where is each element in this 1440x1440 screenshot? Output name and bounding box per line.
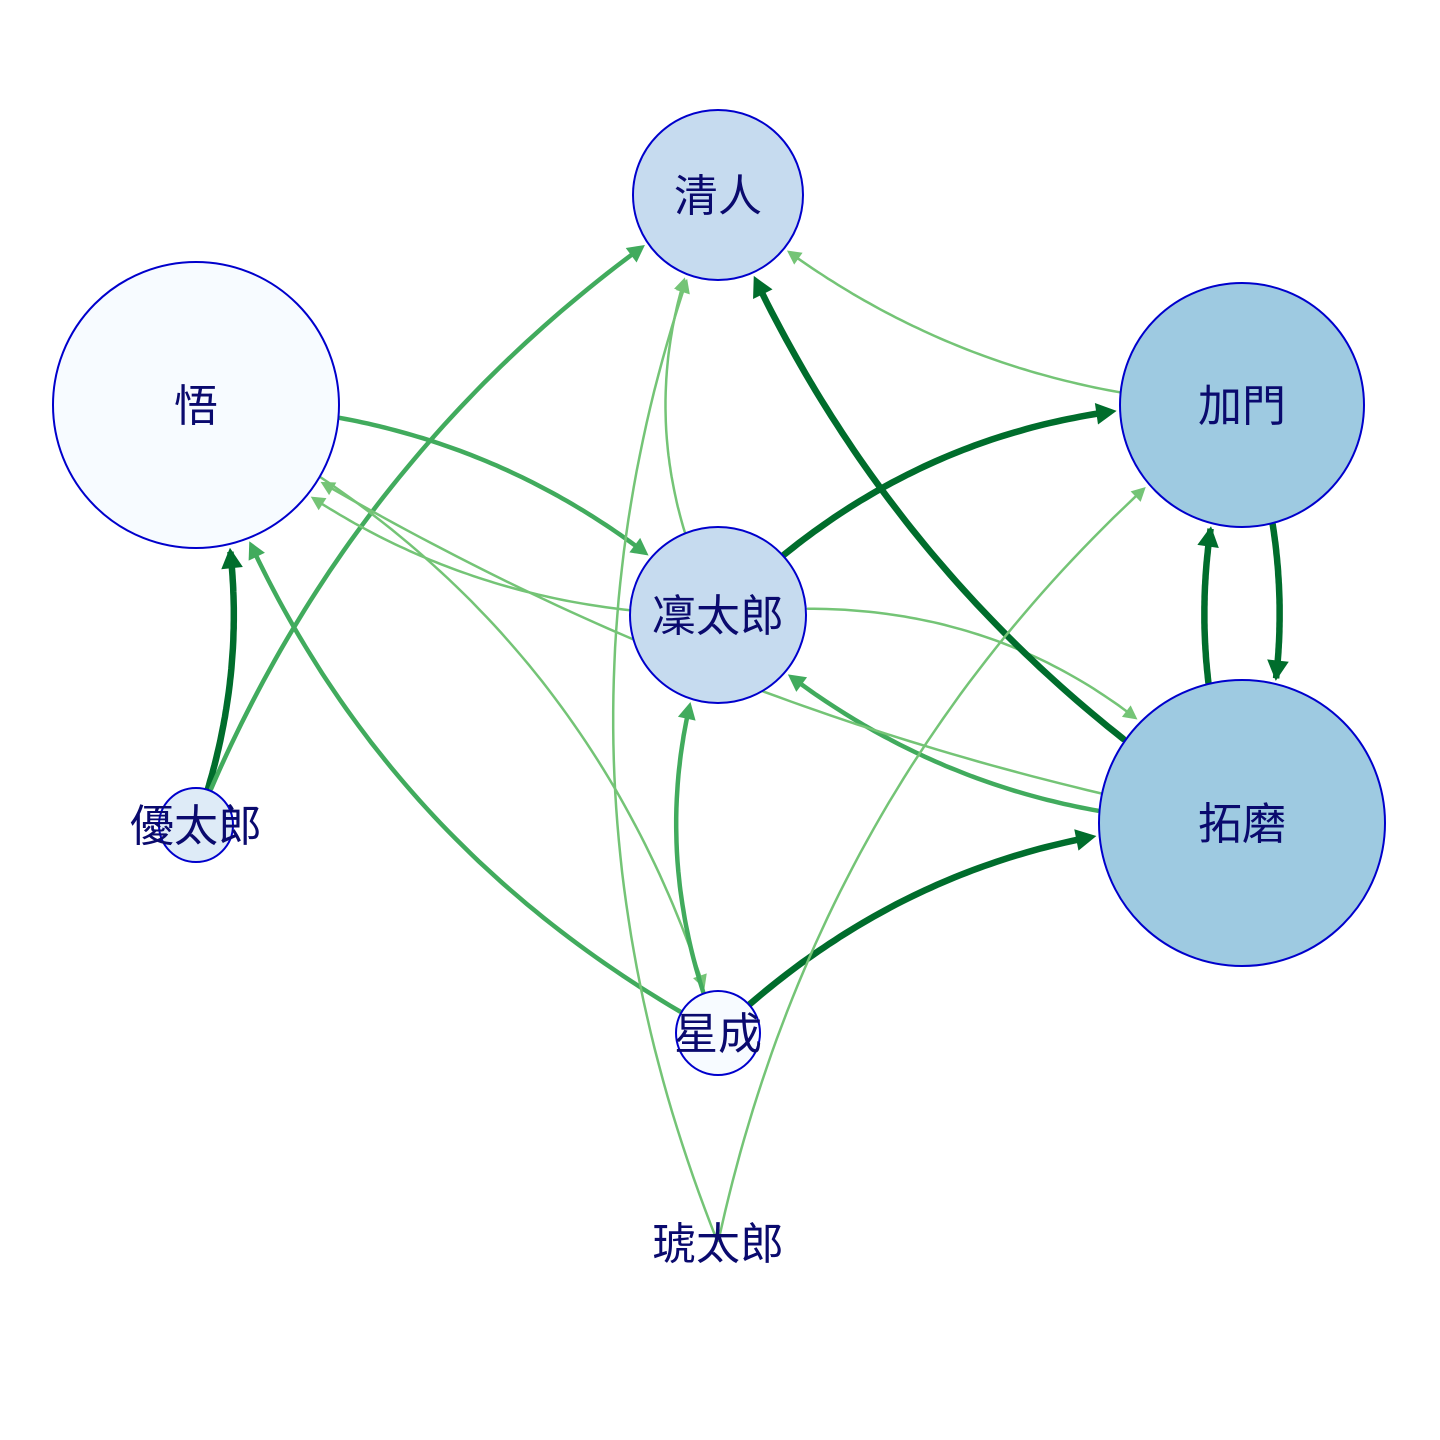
node-label-kiyoto: 清人 xyxy=(674,171,762,222)
edge-kado-to-takuma xyxy=(1269,521,1283,679)
arrowhead-takuma-to-satoru xyxy=(320,481,337,496)
edge-seisei-to-rintaro xyxy=(673,706,706,995)
node-label-takuma: 拓磨 xyxy=(1198,799,1286,850)
edge-takuma-to-kiyoto xyxy=(755,283,1127,743)
arrowhead-yutaro-to-kiyoto xyxy=(625,244,645,263)
node-yutaro: 優太郎 xyxy=(130,787,262,863)
node-circle-satoru xyxy=(52,261,340,549)
arrowhead-kotaro-to-kado xyxy=(1130,487,1146,502)
arrowhead-takuma-to-kado xyxy=(1197,526,1219,548)
arrowhead-rintaro-to-kado xyxy=(1094,403,1117,425)
edge-satoru-to-seisei xyxy=(319,476,703,982)
edges-layer xyxy=(204,244,1289,1243)
arrowhead-takuma-to-kiyoto xyxy=(753,275,773,300)
node-kotaro: 琥太郎 xyxy=(652,1219,784,1270)
edge-takuma-to-kado xyxy=(1201,528,1214,686)
node-rintaro: 凜太郎 xyxy=(629,526,807,704)
edge-seisei-to-takuma xyxy=(746,834,1091,1008)
node-circle-takuma xyxy=(1098,679,1386,967)
arrowhead-kado-to-takuma xyxy=(1267,659,1289,681)
node-takuma: 拓磨 xyxy=(1098,679,1386,967)
node-label-yutaro: 優太郎 xyxy=(130,801,262,852)
edge-rintaro-to-kado xyxy=(780,408,1111,559)
node-label-satoru: 悟 xyxy=(174,381,218,432)
node-circle-rintaro xyxy=(629,526,807,704)
arrowhead-kado-to-kiyoto xyxy=(786,250,803,265)
arrowhead-kotaro-to-kiyoto xyxy=(675,278,690,295)
arrowhead-seisei-to-takuma xyxy=(1074,829,1097,851)
edge-kotaro-to-kiyoto xyxy=(611,286,719,1243)
node-seisei: 星成 xyxy=(674,990,762,1076)
edge-kotaro-to-kado xyxy=(717,492,1140,1243)
arrowhead-yutaro-to-satoru xyxy=(221,547,243,570)
arrowhead-satoru-to-rintaro xyxy=(629,537,649,556)
arrowhead-takuma-to-rintaro xyxy=(787,674,808,692)
edge-satoru-to-rintaro xyxy=(337,415,646,554)
edge-seisei-to-satoru xyxy=(251,549,683,1014)
edge-rintaro-to-satoru xyxy=(314,498,631,612)
node-satoru: 悟 xyxy=(52,261,340,549)
edge-yutaro-to-kiyoto xyxy=(208,247,638,791)
arrowhead-seisei-to-satoru xyxy=(248,541,265,561)
edge-yutaro-to-satoru xyxy=(204,551,238,793)
node-circle-kiyoto xyxy=(632,109,804,281)
arrowhead-rintaro-to-takuma xyxy=(1121,705,1138,720)
edge-rintaro-to-takuma xyxy=(806,607,1134,717)
node-label-kado: 加門 xyxy=(1198,381,1286,432)
edge-takuma-to-rintaro xyxy=(791,675,1100,813)
node-kado: 加門 xyxy=(1119,282,1365,528)
arrowhead-seisei-to-rintaro xyxy=(677,701,696,721)
node-kiyoto: 清人 xyxy=(632,109,804,281)
node-circle-yutaro xyxy=(158,787,234,863)
arrowhead-rintaro-to-satoru xyxy=(310,496,327,511)
node-circle-kado xyxy=(1119,282,1365,528)
node-circle-seisei xyxy=(675,990,761,1076)
node-label-kotaro: 琥太郎 xyxy=(652,1219,784,1270)
node-label-rintaro: 凜太郎 xyxy=(652,591,784,642)
edge-kado-to-kiyoto xyxy=(791,253,1121,394)
node-label-seisei: 星成 xyxy=(674,1009,762,1060)
